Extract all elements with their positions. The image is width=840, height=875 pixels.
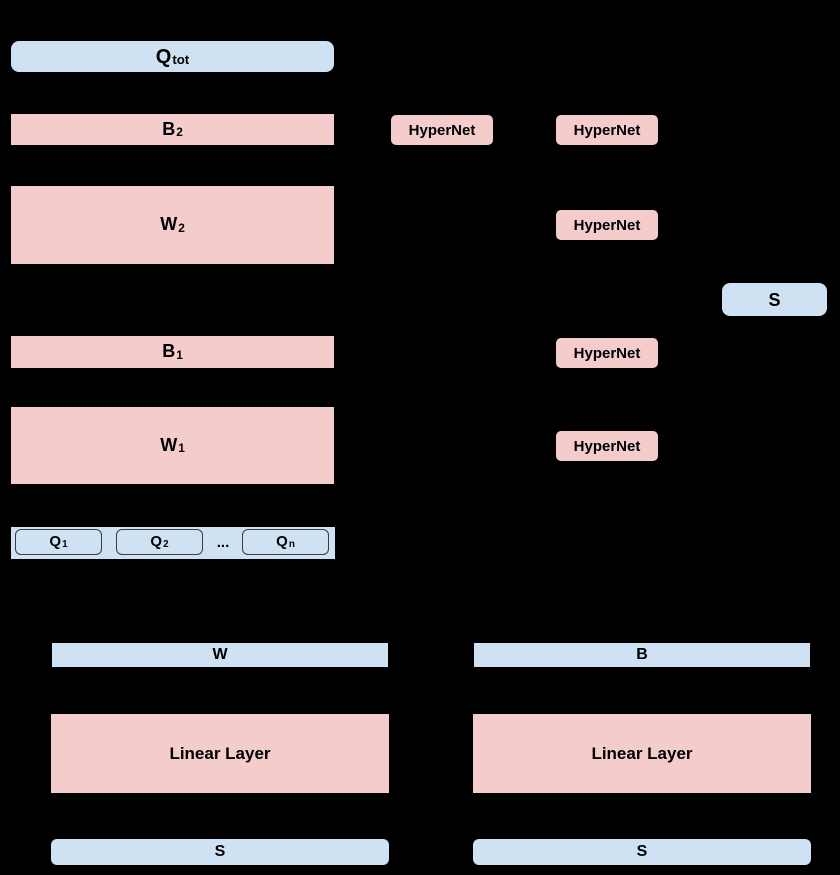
agent-q2-label: Q2 [150, 532, 169, 551]
b2-label: B2 [162, 118, 183, 140]
b2-box: B2 [11, 114, 334, 145]
agent-ellipsis: ... [216, 533, 230, 551]
b1-label: B1 [162, 341, 183, 362]
state-input-bar-right: S [473, 839, 811, 865]
hypernet-box-b2-right: HyperNet [555, 114, 659, 146]
linear-layer-left-box: Linear Layer [51, 714, 389, 793]
state-input-left-label: S [214, 843, 226, 860]
linear-layer-left-label: Linear Layer [169, 744, 271, 763]
hypernet-label: HyperNet [573, 437, 641, 455]
hypernet-label: HyperNet [573, 121, 641, 139]
hypernet-box-b1: HyperNet [555, 337, 659, 369]
b1-box: B1 [11, 336, 334, 368]
state-label: S [768, 289, 781, 310]
qtot-box: Qtot [11, 41, 334, 72]
hypernet-box-w1: HyperNet [555, 430, 659, 462]
w1-label: W1 [160, 434, 185, 456]
weight-output-bar: W [51, 642, 389, 668]
bias-output-label: B [636, 646, 648, 663]
hypernet-box-b2-left: HyperNet [390, 114, 494, 146]
agent-q1-box: Q1 [15, 529, 102, 555]
linear-layer-right-label: Linear Layer [591, 744, 693, 763]
w2-box: W2 [11, 186, 334, 264]
agent-q-row: Q1 Q2 ... Qn [11, 527, 335, 559]
hypernet-label: HyperNet [408, 121, 476, 139]
agent-q2-box: Q2 [116, 529, 203, 555]
agent-qn-label: Qn [276, 532, 295, 551]
qtot-label: Qtot [155, 45, 190, 68]
agent-qn-box: Qn [242, 529, 329, 555]
linear-layer-right-box: Linear Layer [473, 714, 811, 793]
hypernet-label: HyperNet [573, 216, 641, 234]
hypernet-label: HyperNet [573, 344, 641, 362]
weight-output-label: W [212, 646, 228, 663]
w1-box: W1 [11, 407, 334, 484]
bias-output-bar: B [473, 642, 811, 668]
w2-label: W2 [160, 214, 185, 235]
hypernet-box-w2: HyperNet [555, 209, 659, 241]
state-input-bar-left: S [51, 839, 389, 865]
agent-q1-label: Q1 [49, 532, 68, 551]
state-input-right-label: S [636, 843, 648, 860]
state-box: S [722, 283, 827, 316]
